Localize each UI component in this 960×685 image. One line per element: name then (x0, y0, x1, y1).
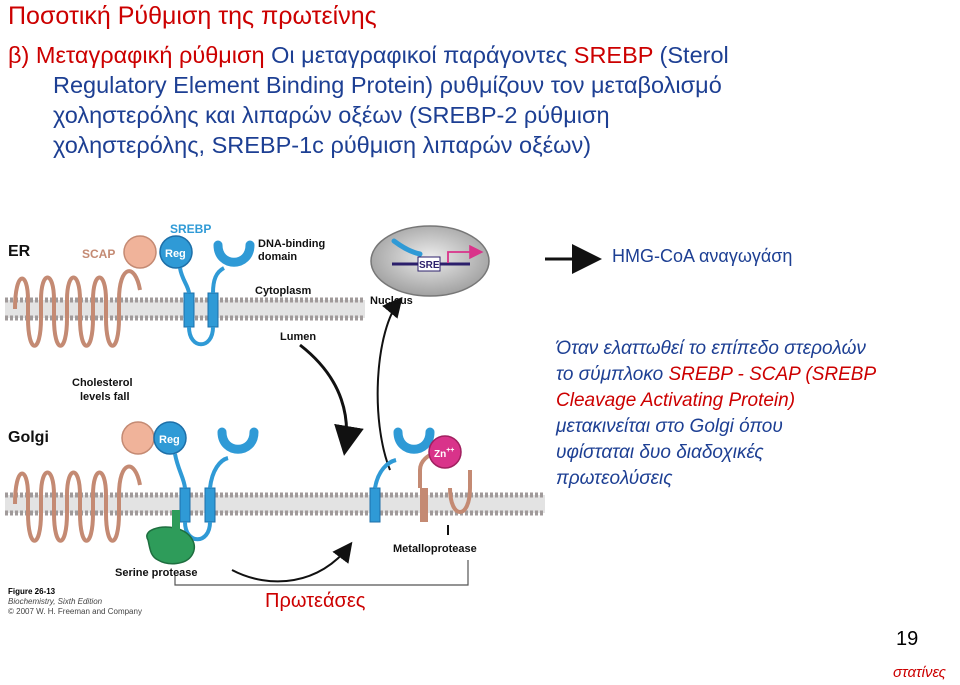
note-line-2b: SREBP - SCAP (SREBP (668, 364, 877, 385)
label-golgi: Golgi (8, 429, 49, 446)
scap-protein-er (13, 269, 142, 348)
srebp-reg-golgi (153, 421, 187, 455)
label-domain: domain (258, 251, 297, 263)
caption-figure: Figure 26-13 (8, 587, 56, 596)
label-dna-binding: DNA-binding (258, 238, 325, 250)
scap-head-golgi (121, 421, 155, 455)
label-nucleus: Nucleus (370, 295, 413, 307)
note-paragraph: Όταν ελαττωθεί το επίπεδο στερολών το σύ… (556, 336, 956, 492)
srebp-protein-er (159, 235, 255, 347)
intro-line-2: Regulatory Element Binding Protein) ρυθμ… (53, 72, 722, 98)
dna-binding-domain-er (213, 240, 255, 267)
label-cytoplasm: Cytoplasm (255, 285, 311, 297)
label-reg-er: Reg (165, 248, 186, 260)
page-number: 19 (896, 628, 919, 650)
intro-line1-end: (Sterol (653, 42, 729, 68)
note-line-1: Όταν ελαττωθεί το επίπεδο στερολών (556, 338, 866, 359)
intro-srebp: SREBP (573, 42, 654, 68)
hmg-coa-reductase-label: HMG-CoA αναγωγάση (612, 246, 793, 266)
scap-protein-golgi (13, 464, 142, 543)
scap-head-er (123, 235, 157, 269)
slide-title: Ποσοτική Ρύθμιση της πρωτείνης (8, 2, 377, 30)
footer-statins: στατίνες (893, 664, 946, 681)
label-sre: SRE (419, 260, 440, 271)
proteases-bracket (174, 560, 469, 586)
srebp-reg-er (159, 235, 193, 269)
label-lumen: Lumen (280, 331, 316, 343)
intro-line-3: χοληστερόλης και λιπαρών οξέων (SREBP-2 … (53, 102, 610, 128)
label-serine-protease: Serine protease (115, 567, 198, 579)
note-line-3: Cleavage Activating Protein) (556, 390, 796, 411)
metalloprotease (418, 435, 472, 522)
intro-paragraph: β) Μεταγραφική ρύθμιση Οι μεταγραφικοί π… (8, 40, 953, 160)
proteases-label: Πρωτεάσες (265, 590, 366, 612)
note-line-5: υφίσταται δυο διαδοχικές (556, 442, 764, 463)
caption-copyright: © 2007 W. H. Freeman and Company (8, 607, 142, 616)
intro-text-1: Οι μεταγραφικοί παράγοντες (264, 42, 574, 68)
intro-line-4: χοληστερόλης, SREBP-1c ρύθμιση λιπαρών ο… (53, 132, 592, 158)
srebp-cleaved-golgi (369, 427, 435, 523)
intro-label: β) Μεταγραφική ρύθμιση (8, 42, 265, 68)
label-cholesterol: Cholesterol (72, 377, 133, 389)
er-to-golgi-arrow (299, 343, 364, 456)
dna-binding-domain-golgi (217, 427, 259, 454)
label-zn: Zn++ (434, 447, 454, 460)
note-line-6: πρωτεολύσεις (556, 468, 673, 489)
note-line-4: μετακινείται στο Golgi όπου (556, 416, 783, 437)
label-metalloprotease: Metalloprotease (393, 543, 477, 555)
label-srebp: SREBP (170, 222, 211, 236)
label-er: ER (8, 243, 31, 260)
nucleus (370, 225, 490, 297)
label-levels-fall: levels fall (80, 391, 130, 403)
zn-protease-domain (428, 435, 462, 469)
golgi-to-nucleus-arrow (376, 296, 403, 471)
cleavage-arrow-1 (231, 541, 353, 583)
note-line-2a: το σύμπλοκο (556, 364, 669, 385)
srebp-protein-golgi (153, 421, 259, 542)
serine-protease (146, 510, 196, 565)
label-scap: SCAP (82, 247, 115, 261)
label-reg-golgi: Reg (159, 434, 180, 446)
note-line-2: το σύμπλοκο SREBP - SCAP (SREBP (556, 362, 956, 388)
figure-caption: Figure 26-13 Biochemistry, Sixth Edition… (8, 587, 142, 617)
caption-book: Biochemistry, Sixth Edition (8, 597, 103, 606)
